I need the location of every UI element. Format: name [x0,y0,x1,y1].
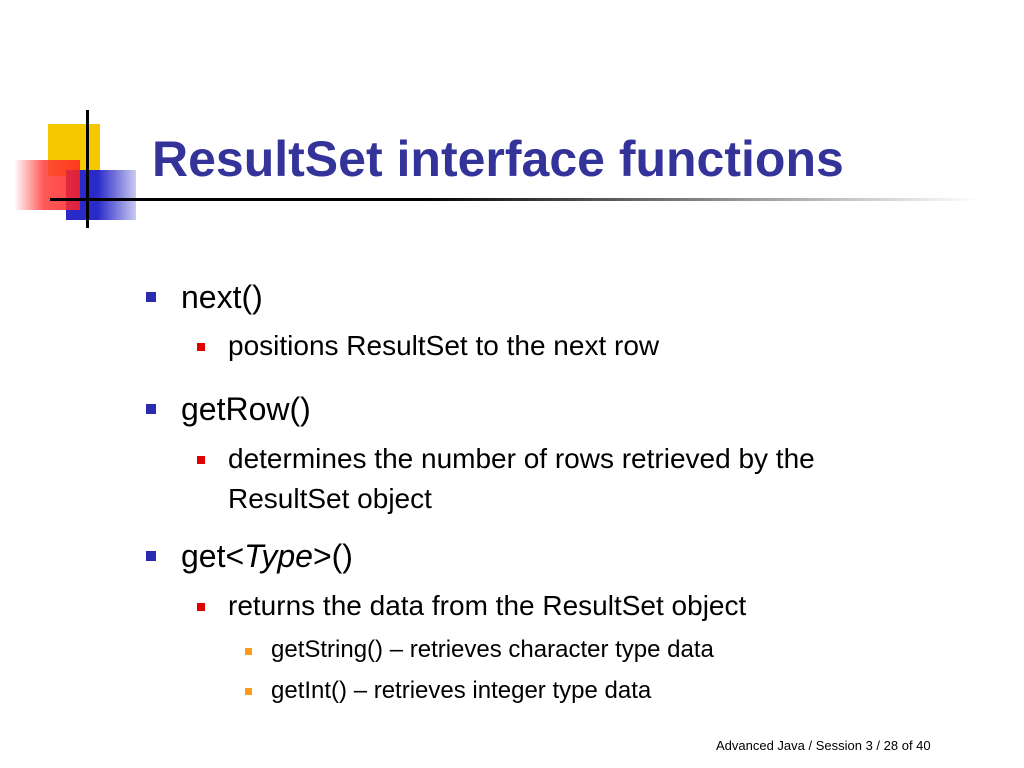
red-square-decoration [14,160,80,210]
bullet-marker-level1 [146,551,156,561]
sub-bullet-text-continued: ResultSet object [228,483,432,514]
title-underline [50,198,980,201]
bullet-marker-level2 [197,343,205,351]
bullet-text-prefix: get< [181,538,245,574]
bullet-text-suffix: >() [312,538,353,574]
bullet-marker-level1 [146,292,156,302]
bullet-text: getRow() [181,391,311,427]
sub-bullet-text: returns the data from the ResultSet obje… [228,590,747,621]
logo-decoration [0,0,160,240]
bullet-marker-level2 [197,603,205,611]
sub-sub-bullet-text: getInt() – retrieves integer type data [271,677,652,704]
slide-footer: Advanced Java / Session 3 / 28 of 40 [716,738,931,753]
bullet-text: next() [181,279,263,315]
sub-bullet-text: positions ResultSet to the next row [228,330,660,361]
sub-bullet-text: determines the number of rows retrieved … [228,443,815,474]
bullet-marker-level1 [146,404,156,414]
bullet-marker-level3 [245,648,252,655]
bullet-text: get<Type>() [181,537,353,575]
bullet-marker-level2 [197,456,205,464]
bullet-text-italic: Type [244,538,313,574]
vertical-rule [86,110,89,228]
bullet-marker-level3 [245,688,252,695]
slide-title: ResultSet interface functions [152,131,844,187]
sub-sub-bullet-text: getString() – retrieves character type d… [271,636,714,663]
